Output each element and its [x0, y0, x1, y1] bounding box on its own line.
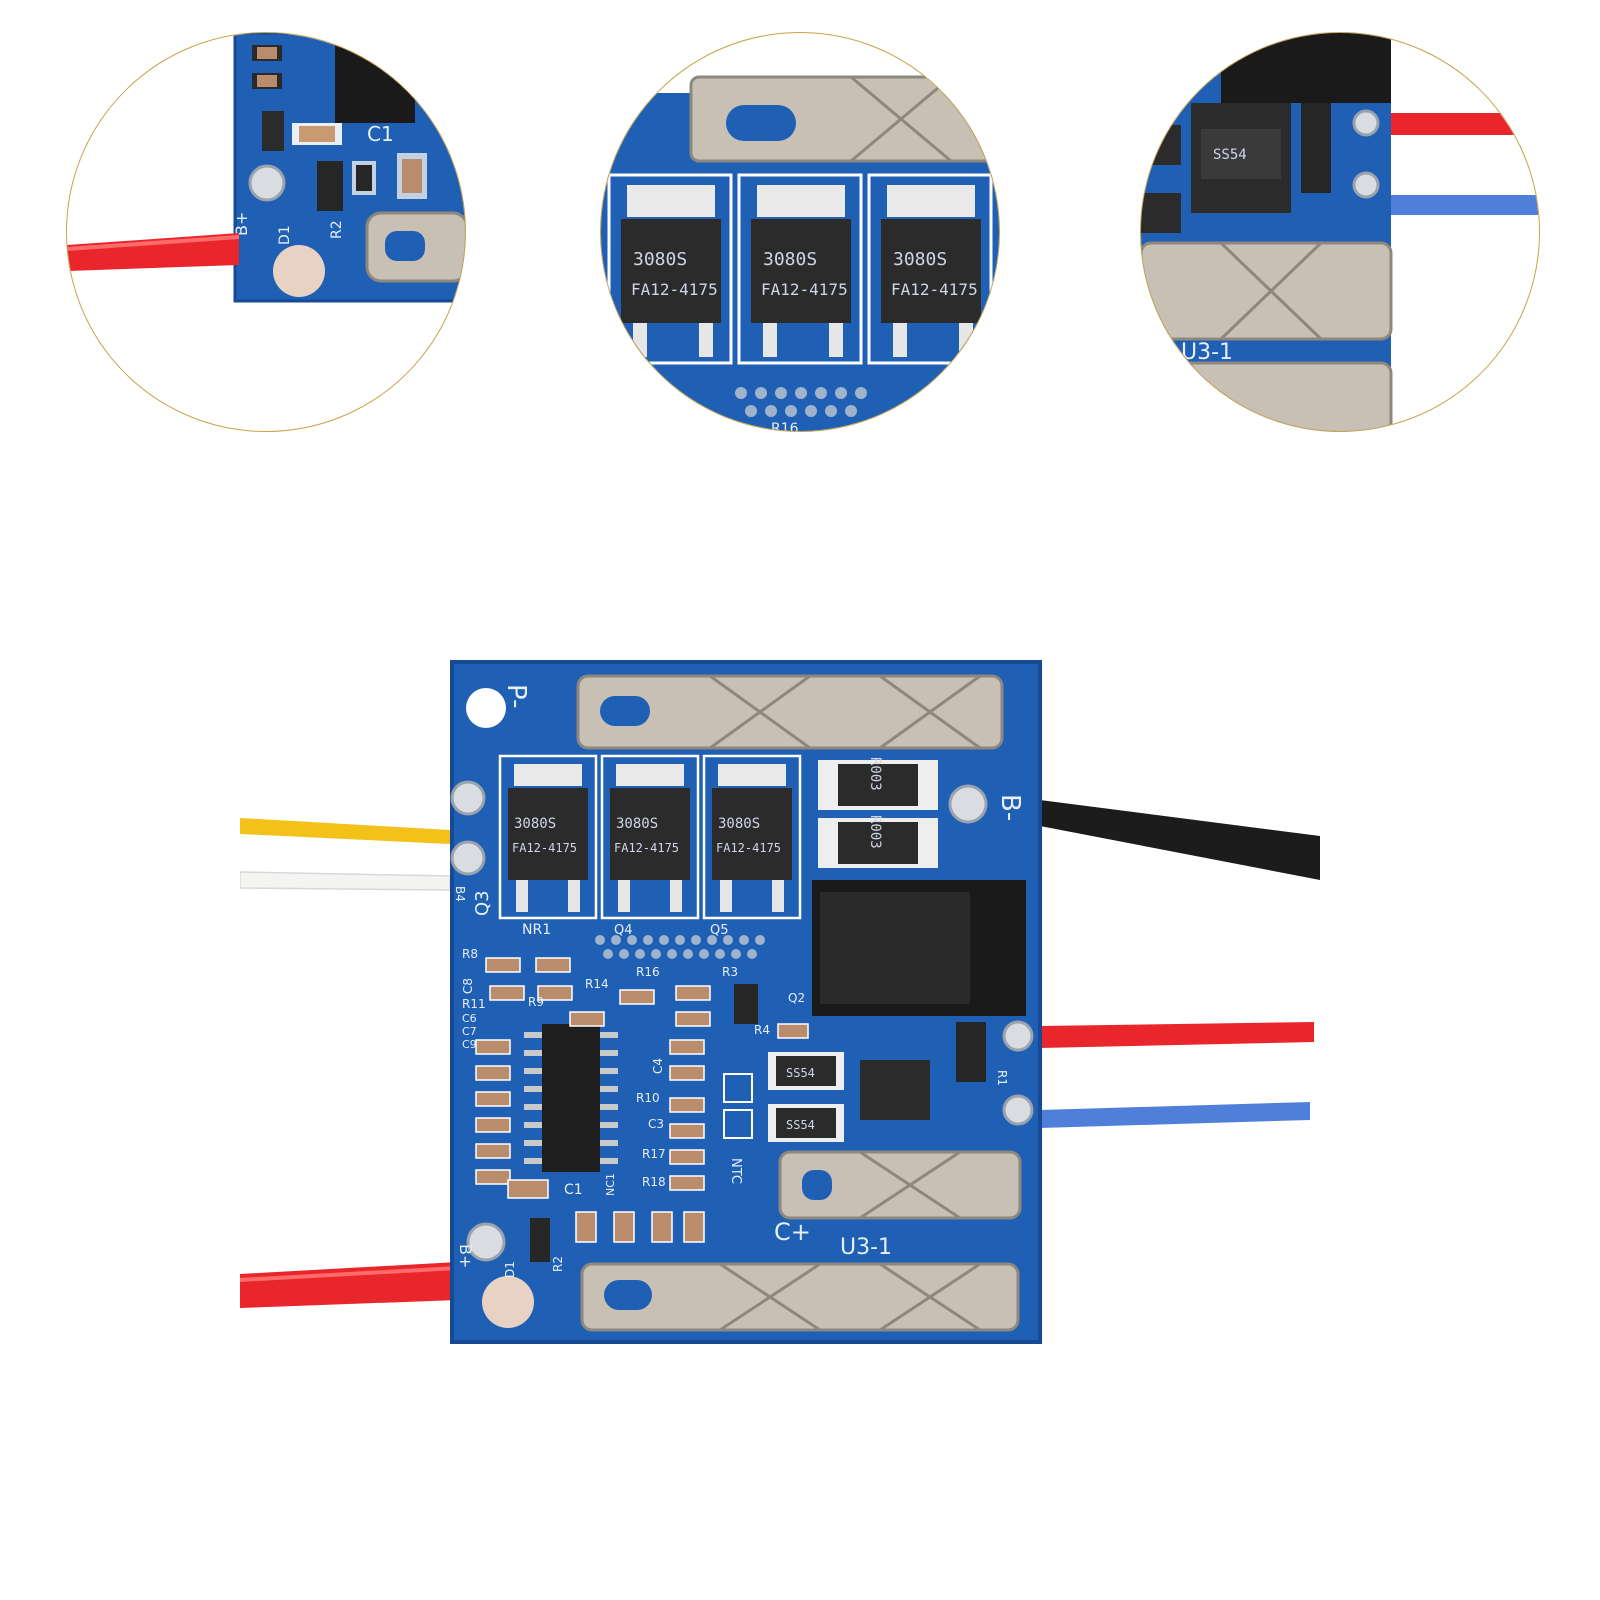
- zoom-detail-wires: U3-1 SS54: [1140, 32, 1540, 432]
- label-nr1: NR1: [522, 922, 551, 938]
- zoom-mosfet-1: 3080S FA12-4175: [607, 173, 733, 365]
- label-r10: R10: [636, 1091, 660, 1105]
- zoom1-b-plus-label: B+: [232, 212, 251, 236]
- mosfet-q4: 3080S FA12-4175: [600, 754, 700, 920]
- label-b-minus: B-: [995, 794, 1025, 821]
- zoom2-nr1-label: NR1: [641, 390, 674, 409]
- label-u3: U3-1: [840, 1235, 892, 1260]
- zoom-detail-mosfets: 3080S FA12-4175 3080S FA12-4175 3080S FA…: [600, 32, 1000, 432]
- label-q5: Q5: [710, 923, 729, 938]
- zoom-mosfet-2: 3080S FA12-4175: [737, 173, 863, 365]
- wire-blue-right: [1040, 1102, 1310, 1128]
- label-ntc: NTC: [728, 1158, 743, 1184]
- label-q4: Q4: [614, 923, 633, 938]
- zoom-mosfet-1-line1: 3080S: [633, 249, 687, 270]
- label-r16: R16: [636, 965, 660, 979]
- label-r3: R3: [722, 965, 738, 979]
- diode-1-label: SS54: [786, 1066, 815, 1080]
- zoom2-r16-label: R16: [771, 421, 799, 432]
- wire-yellow: [240, 818, 450, 844]
- label-c7: C7: [462, 1025, 477, 1038]
- label-b-plus: B+: [456, 1244, 475, 1268]
- zoom3-u3-label: U3-1: [1181, 340, 1233, 365]
- label-d1: D1: [503, 1261, 517, 1278]
- zoom-mosfet-2-line2: FA12-4175: [761, 280, 848, 299]
- nickel-strip-mid: [778, 1150, 1022, 1220]
- label-c3: C3: [648, 1117, 664, 1131]
- zoom-mosfet-2-line1: 3080S: [763, 249, 817, 270]
- mosfet-q4-line2: FA12-4175: [614, 841, 679, 855]
- label-c-plus: C+: [774, 1218, 811, 1246]
- wire-white: [240, 871, 451, 891]
- zoom-mosfet-3-line1: 3080S: [893, 249, 947, 270]
- diode-2: SS54: [768, 1104, 844, 1142]
- label-c6: C6: [462, 1012, 477, 1025]
- shunt-resistor-2: R003: [818, 815, 938, 868]
- label-c1: C1: [564, 1182, 583, 1198]
- mosfet-q4-line1: 3080S: [616, 816, 658, 832]
- zoom1-r2-label: R2: [329, 220, 345, 239]
- label-r4: R4: [754, 1023, 770, 1037]
- mosfet-q5-line2: FA12-4175: [716, 841, 781, 855]
- label-r11: R11: [462, 997, 486, 1011]
- label-q3: Q3: [472, 890, 493, 916]
- wire-red-right: [1040, 1022, 1314, 1048]
- zoom-mosfet-3-line2: FA12-4175: [891, 280, 978, 299]
- zoom-detail-b-plus: C1 B+ D1 R2: [66, 32, 466, 432]
- shunt-resistor-1: R003: [818, 757, 938, 810]
- zoom1-d1-label: D1: [277, 225, 293, 245]
- shunt-1-value: R003: [867, 757, 883, 791]
- charger-ic: [860, 1060, 930, 1120]
- zoom-b-plus-image: C1 B+ D1 R2: [67, 33, 465, 303]
- mosfet-q3: 3080S FA12-4175: [498, 754, 598, 920]
- zoom1-c1-label: C1: [367, 122, 394, 146]
- zoom3-diode-label: SS54: [1213, 147, 1247, 163]
- nickel-strip-bottom: [580, 1262, 1020, 1332]
- label-r2: R2: [551, 1256, 565, 1272]
- label-c8: C8: [461, 978, 475, 994]
- mosfet-q5: 3080S FA12-4175: [702, 754, 802, 920]
- label-r1: R1: [995, 1070, 1009, 1086]
- protection-ic: [542, 1024, 600, 1172]
- mosfet-q3-line2: FA12-4175: [512, 841, 577, 855]
- mosfet-q5-line1: 3080S: [718, 816, 760, 832]
- zoom-mosfet-1-line2: FA12-4175: [631, 280, 718, 299]
- label-b4: B4: [453, 886, 467, 902]
- shunt-2-value: R003: [867, 815, 883, 849]
- label-nc1: NC1: [604, 1173, 617, 1196]
- label-r8: R8: [462, 947, 478, 961]
- label-r9: R9: [528, 995, 544, 1009]
- label-r17: R17: [642, 1147, 666, 1161]
- wire-red-bplus: [240, 1262, 459, 1308]
- zoom-wires-image: U3-1 SS54: [1141, 33, 1539, 431]
- bms-board-photo: 3080S FA12-4175 3080S FA12-4175 3080S FA…: [240, 660, 1320, 1344]
- wire-black-bminus: [1040, 800, 1320, 880]
- diode-1: SS54: [768, 1052, 844, 1090]
- label-r18: R18: [642, 1175, 666, 1189]
- diode-2-label: SS54: [786, 1118, 815, 1132]
- label-c9: C9: [462, 1038, 477, 1051]
- nickel-strip-top: [576, 674, 1004, 750]
- label-r14: R14: [585, 977, 609, 991]
- zoom-mosfet-3: 3080S FA12-4175: [867, 173, 993, 365]
- label-p-minus: P-: [501, 684, 531, 709]
- label-c4: C4: [651, 1058, 665, 1074]
- zoom-mosfets-image: 3080S FA12-4175 3080S FA12-4175 3080S FA…: [601, 75, 999, 432]
- mosfet-q3-line1: 3080S: [514, 816, 556, 832]
- label-q2: Q2: [788, 991, 805, 1005]
